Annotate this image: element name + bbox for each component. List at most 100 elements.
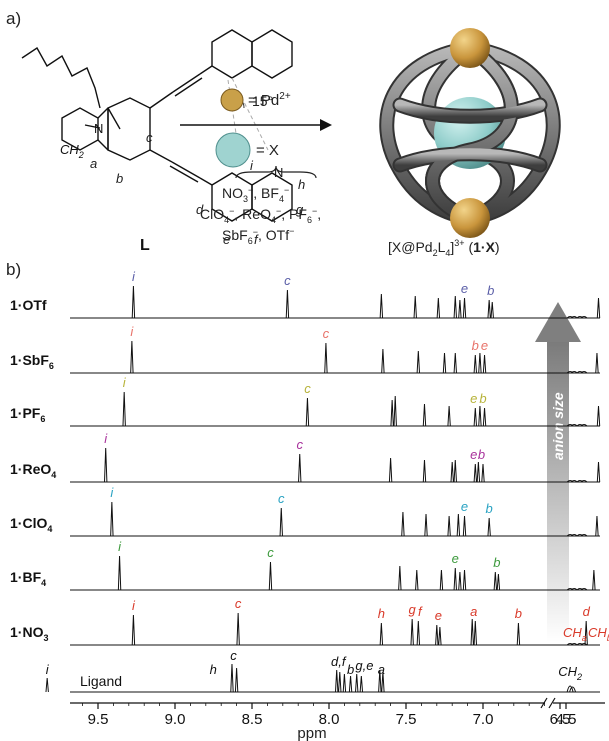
axis-tick-label: 8.0 xyxy=(319,711,340,728)
peak-label-c: c xyxy=(323,326,330,341)
cage-model xyxy=(379,28,561,238)
spectrum-name: 1·ReO4 xyxy=(10,461,56,480)
peak-label-i: i xyxy=(123,375,127,390)
spectrum-trace xyxy=(70,285,601,319)
atom-n-pyridine: N xyxy=(274,165,283,180)
ring-label-i: i xyxy=(250,158,254,173)
axis-tick-label: 7.5 xyxy=(396,711,417,728)
spectrum-trace xyxy=(70,501,600,537)
axis-tick-label: 9.5 xyxy=(88,711,109,728)
spectrum-trace xyxy=(70,555,600,591)
ch2-label: CH2 xyxy=(60,142,84,160)
peak-label-e: e xyxy=(461,281,468,296)
spectrum-name: 1·OTf xyxy=(10,297,47,313)
peak-label-i: i xyxy=(132,269,136,284)
pd-sphere-icon xyxy=(220,88,244,112)
peak-label-a: a xyxy=(470,604,477,619)
spectrum-trace xyxy=(70,340,600,374)
spectrum-trace xyxy=(70,612,600,646)
x-legend-label: = X xyxy=(256,142,279,159)
ligand-spectrum-name: Ligand xyxy=(80,673,122,689)
anion-brace xyxy=(235,165,317,179)
axis-tick-label: 8.5 xyxy=(242,711,263,728)
peak-label-i: i xyxy=(130,324,134,339)
spectrum-name: 1·ClO4 xyxy=(10,515,52,534)
peak-label-cha: CHa xyxy=(563,625,587,643)
ring-label-c: c xyxy=(146,130,153,145)
anion-size-arrowhead xyxy=(535,302,581,342)
ring-label-b: b xyxy=(116,171,123,186)
axis-tick-label: 9.0 xyxy=(165,711,186,728)
ligand-peak-label-c: c xyxy=(230,648,237,663)
peak-label-c: c xyxy=(284,273,291,288)
peak-label-h: h xyxy=(378,606,385,621)
ligand-peak-label-a: a xyxy=(378,662,385,677)
peak-label-b: b xyxy=(486,501,493,516)
ring-label-f: f xyxy=(254,232,259,247)
anion-list-line3: SbF6−, OTf− xyxy=(222,226,294,246)
peak-label-c: c xyxy=(235,596,242,611)
axis-label: ppm xyxy=(297,725,326,741)
ligand-peak-label-ge: g,e xyxy=(355,658,373,673)
peak-label-i: i xyxy=(132,598,136,613)
ligand-name: L xyxy=(140,237,150,254)
peak-label-i: i xyxy=(118,539,122,554)
peak-label-e: e xyxy=(481,338,488,353)
panel-b-label: b) xyxy=(6,260,21,279)
peak-label-e: e xyxy=(470,447,477,462)
spectrum-trace xyxy=(70,447,601,483)
angle-label: 15° xyxy=(252,93,273,109)
peak-label-b: b xyxy=(479,391,486,406)
ligand-peak-label-i: i xyxy=(46,662,50,677)
spectrum-no3: 1·NO3 i c h gfe a b dCHaCHb xyxy=(10,596,609,646)
spectrum-name: 1·PF6 xyxy=(10,405,45,424)
peak-label-c: c xyxy=(304,381,311,396)
ring-label-e: e xyxy=(223,232,230,247)
peak-label-e: e xyxy=(452,551,459,566)
spectrum-trace xyxy=(70,391,601,427)
panel-a-label: a) xyxy=(6,9,21,28)
peak-label-i: i xyxy=(104,431,108,446)
spectrum-name: 1·NO3 xyxy=(10,624,48,643)
axis-tick-label: 4.5 xyxy=(556,711,577,728)
peak-label-i: i xyxy=(110,485,114,500)
spectrum-name: 1·SbF6 xyxy=(10,352,54,371)
anion-list-line1: NO3−, BF4− xyxy=(222,185,289,204)
peak-label-b: b xyxy=(478,447,485,462)
pd-legend-label: = Pd2+ xyxy=(248,91,291,109)
ring-label-d: d xyxy=(196,202,204,217)
peak-label-b: b xyxy=(515,606,522,621)
peak-label-d: d xyxy=(583,604,591,619)
guest-sphere-icon xyxy=(215,132,251,168)
ligand-trace xyxy=(45,663,600,693)
peak-label-b: b xyxy=(493,555,500,570)
anion-list-line2: ClO4−, ReO4−, PF6−, xyxy=(200,206,321,225)
peak-label-f: f xyxy=(418,604,423,619)
ring-label-g: g xyxy=(296,202,304,217)
axis-tick-label: 6.5 xyxy=(550,711,571,728)
axis-break-mark xyxy=(540,697,556,709)
peak-label-chb: CHb xyxy=(588,625,609,643)
peak-label-b: b xyxy=(472,338,479,353)
ring-label-h: h xyxy=(298,177,305,192)
ligand-peak-label-ch2: CH2 xyxy=(558,664,582,682)
reaction-arrowhead xyxy=(320,119,332,131)
atom-n-carbazole: N xyxy=(94,121,103,136)
ligand-peak-label-h: h xyxy=(210,662,217,677)
peak-label-e: e xyxy=(435,608,442,623)
spectrum-name: 1·BF4 xyxy=(10,569,46,588)
peak-label-g: g xyxy=(409,602,417,617)
peak-label-c: c xyxy=(296,437,303,452)
ligand-peak-label-df: d,f xyxy=(331,654,347,669)
anion-size-arrow-shaft xyxy=(547,340,569,642)
cage-formula: [X@Pd2L4]3+ (1·X) xyxy=(388,238,500,258)
